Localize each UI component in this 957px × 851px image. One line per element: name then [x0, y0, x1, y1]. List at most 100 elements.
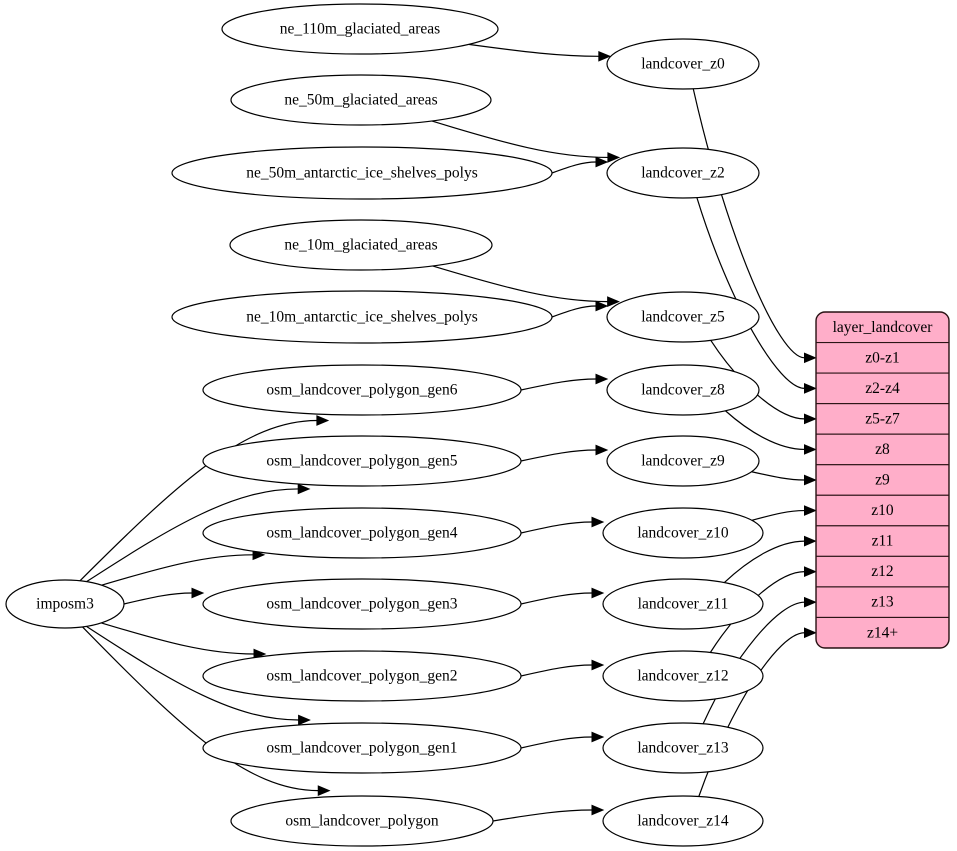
ne-node-ne_110m_glaciated_areas[interactable]: ne_110m_glaciated_areas [221, 3, 499, 55]
node-shape[interactable] [202, 364, 522, 416]
landcover-node-landcover_z0[interactable]: landcover_z0 [606, 38, 760, 90]
table-row-label-row_z8: z8 [875, 441, 890, 458]
ne-node-ne_10m_antarctic_ice_shelves_polys[interactable]: ne_10m_antarctic_ice_shelves_polys [171, 290, 553, 344]
node-label: landcover_z13 [637, 740, 728, 757]
node-shape[interactable] [606, 38, 760, 90]
node-shape[interactable] [202, 435, 522, 487]
node-label: landcover_z10 [637, 525, 728, 542]
arrowhead-landcover_z5-to-row_z5_z7 [804, 413, 817, 425]
node-shape[interactable] [602, 722, 764, 774]
node-shape[interactable] [202, 650, 522, 702]
osm-node-osm_landcover_polygon_gen1[interactable]: osm_landcover_polygon_gen1 [202, 722, 522, 774]
node-shape[interactable] [606, 291, 760, 343]
arrowhead-landcover_z9-to-row_z9 [804, 474, 817, 486]
node-shape[interactable] [606, 147, 760, 199]
node-shape[interactable] [202, 507, 522, 559]
landcover-node-landcover_z5[interactable]: landcover_z5 [606, 291, 760, 343]
landcover-node-landcover_z13[interactable]: landcover_z13 [602, 722, 764, 774]
arrowhead-landcover_z0-to-row_z0_z1 [804, 352, 817, 364]
node-shape[interactable] [202, 578, 522, 630]
landcover-node-landcover_z8[interactable]: landcover_z8 [606, 364, 760, 416]
node-shape[interactable] [602, 795, 764, 847]
osm-node-osm_landcover_polygon_gen3[interactable]: osm_landcover_polygon_gen3 [202, 578, 522, 630]
edge-ne_50m_glaciated_areas-to-landcover_z2 [431, 120, 608, 159]
node-label: ne_50m_antarctic_ice_shelves_polys [246, 165, 478, 182]
node-shape[interactable] [606, 435, 760, 487]
osm-node-osm_landcover_polygon_gen4[interactable]: osm_landcover_polygon_gen4 [202, 507, 522, 559]
table-row-cell-row_z0_z1[interactable] [816, 341, 949, 374]
node-label: imposm3 [36, 596, 94, 613]
landcover-node-landcover_z10[interactable]: landcover_z10 [602, 507, 764, 559]
edge-landcover_z5-to-row_z5_z7 [710, 339, 805, 420]
ne-node-ne_50m_antarctic_ice_shelves_polys[interactable]: ne_50m_antarctic_ice_shelves_polys [171, 146, 553, 200]
osm-node-osm_landcover_polygon_gen2[interactable]: osm_landcover_polygon_gen2 [202, 650, 522, 702]
node-label: osm_landcover_polygon_gen6 [266, 382, 457, 399]
node-shape[interactable] [602, 578, 764, 630]
table-row-label-row_z9: z9 [875, 472, 890, 489]
landcover-node-landcover_z2[interactable]: landcover_z2 [606, 147, 760, 199]
node-label: ne_50m_glaciated_areas [284, 92, 437, 109]
landcover-node-landcover_z9[interactable]: landcover_z9 [606, 435, 760, 487]
table-row-cell-row_z11[interactable] [816, 525, 949, 557]
node-shape[interactable] [230, 74, 492, 126]
node-shape[interactable] [171, 290, 553, 344]
source-node-imposm3[interactable]: imposm3 [5, 579, 125, 629]
node-label: landcover_z14 [637, 813, 728, 830]
arrowhead-ne_110m_glaciated_areas-to-landcover_z0 [598, 50, 612, 62]
node-label: landcover_z0 [641, 56, 725, 73]
edge-imposm3-to-osm_landcover_polygon_gen3 [123, 592, 193, 605]
edge-osm_landcover_polygon_gen1-to-landcover_z13 [520, 736, 593, 749]
node-shape[interactable] [602, 507, 764, 559]
table-row-cell-row_z12[interactable] [816, 555, 949, 588]
table-row-cell-row_z5_z7[interactable] [816, 403, 949, 435]
arrowhead-osm_landcover_polygon_gen3-to-landcover_z11 [591, 587, 605, 599]
edge-osm_landcover_polygon_gen6-to-landcover_z8 [520, 378, 597, 391]
node-label: landcover_z8 [641, 382, 725, 399]
arrowhead-ne_50m_glaciated_areas-to-landcover_z2 [607, 152, 621, 163]
node-shape[interactable] [602, 650, 764, 702]
landcover-node-landcover_z11[interactable]: landcover_z11 [602, 578, 764, 630]
node-shape[interactable] [5, 579, 125, 629]
table-row-cell-row_z2_z4[interactable] [816, 372, 949, 405]
node-label: osm_landcover_polygon_gen3 [266, 596, 457, 613]
arrowhead-landcover_z11-to-row_z11 [804, 535, 817, 547]
arrowhead-osm_landcover_polygon-to-landcover_z14 [591, 804, 605, 816]
arrowhead-imposm3-to-osm_landcover_polygon_gen1 [298, 714, 311, 726]
landcover-node-landcover_z12[interactable]: landcover_z12 [602, 650, 764, 702]
node-shape[interactable] [171, 146, 553, 200]
ne-node-ne_10m_glaciated_areas[interactable]: ne_10m_glaciated_areas [229, 219, 493, 271]
arrowhead-osm_landcover_polygon_gen4-to-landcover_z10 [591, 516, 605, 528]
node-shape[interactable] [230, 795, 494, 847]
arrowhead-imposm3-to-osm_landcover_polygon_gen6 [316, 415, 330, 426]
edge-imposm3-to-osm_landcover_polygon_gen5 [86, 488, 299, 583]
landcover-node-landcover_z14[interactable]: landcover_z14 [602, 795, 764, 847]
node-label: landcover_z11 [638, 596, 729, 613]
osm-node-osm_landcover_polygon_gen5[interactable]: osm_landcover_polygon_gen5 [202, 435, 522, 487]
layer-landcover-table: layer_landcoverz0-z1z2-z4z5-z7z8z9z10z11… [815, 311, 950, 649]
arrowhead-osm_landcover_polygon_gen6-to-landcover_z8 [595, 373, 609, 385]
node-shape[interactable] [202, 722, 522, 774]
node-label: ne_10m_glaciated_areas [284, 237, 437, 254]
arrowhead-landcover_z8-to-row_z8 [804, 444, 817, 455]
node-label: landcover_z9 [641, 453, 725, 470]
node-label: osm_landcover_polygon_gen2 [266, 668, 457, 685]
osm-node-osm_landcover_polygon[interactable]: osm_landcover_polygon [230, 795, 494, 847]
node-shape[interactable] [229, 219, 493, 271]
arrowhead-ne_10m_antarctic_ice_shelves_polys-to-landcover_z5 [595, 300, 609, 312]
arrowhead-osm_landcover_polygon_gen5-to-landcover_z9 [595, 444, 609, 456]
node-shape[interactable] [221, 3, 499, 55]
table-row-label-row_z13: z13 [871, 594, 894, 611]
table-row-label-row_z12: z12 [871, 563, 893, 580]
edge-osm_landcover_polygon_gen3-to-landcover_z11 [520, 592, 593, 605]
table-row-cell-row_z10[interactable] [816, 494, 949, 527]
arrowhead-imposm3-to-osm_landcover_polygon_gen3 [191, 587, 205, 599]
node-label: landcover_z12 [637, 668, 728, 685]
ne-node-ne_50m_glaciated_areas[interactable]: ne_50m_glaciated_areas [230, 74, 492, 126]
node-shape[interactable] [606, 364, 760, 416]
table-row-label-row_z0_z1: z0-z1 [865, 349, 899, 366]
arrowhead-landcover_z2-to-row_z2_z4 [804, 383, 817, 394]
edge-osm_landcover_polygon_gen5-to-landcover_z9 [520, 449, 597, 462]
node-label: ne_110m_glaciated_areas [280, 21, 440, 38]
osm-node-osm_landcover_polygon_gen6[interactable]: osm_landcover_polygon_gen6 [202, 364, 522, 416]
